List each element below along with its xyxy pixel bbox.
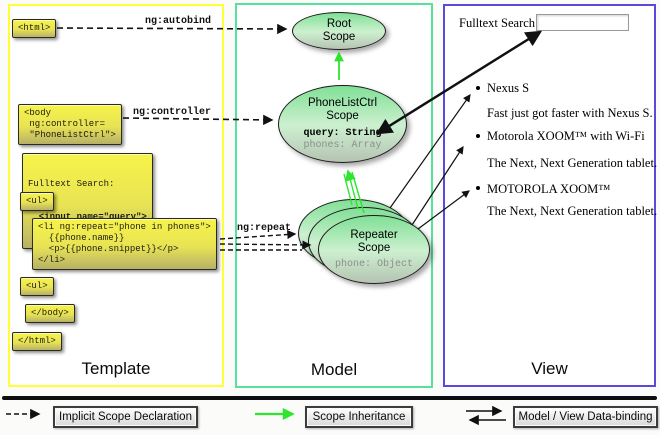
root-scope-ellipse: Root Scope <box>292 12 386 50</box>
list-bullet <box>476 86 480 90</box>
fulltext-code-input: <input name="query"> <box>28 212 147 222</box>
legend-implicit-scope-declaration: Implicit Scope Declaration <box>53 406 198 428</box>
view-search-label: Fulltext Search: <box>459 16 539 30</box>
body-close-tag-box: </body> <box>25 304 75 323</box>
template-panel-label: Template <box>81 359 151 378</box>
phonelistctrl-scope-name: PhoneListCtrl Scope <box>307 96 378 122</box>
model-panel-label: Model <box>310 360 358 379</box>
li-repeat-code-box: <li ng:repeat="phone in phones"> {{phone… <box>32 218 217 270</box>
ng-repeat-label: ng:repeat <box>237 223 292 234</box>
fulltext-code-label: Fulltext Search: <box>28 179 115 189</box>
repeater-scope-name: Repeater Scope <box>350 228 398 254</box>
phonelistctrl-phones-prop: phones: Array <box>303 139 382 151</box>
ul-close-tag-box: <ul> <box>20 277 54 296</box>
view-item-snippet: The Next, Next Generation tablet. <box>487 204 658 218</box>
ng-controller-label: ng:controller <box>133 107 212 118</box>
view-item-name: Nexus S <box>487 81 530 95</box>
view-item-name: Motorola XOOM™ with Wi-Fi <box>487 129 645 143</box>
html-close-tag-box: </html> <box>12 332 62 351</box>
legend-separator <box>2 396 657 400</box>
body-open-tag-box: <body ng:controller= "PhoneListCtrl"> <box>18 104 122 145</box>
view-item-snippet: Fast just got faster with Nexus S. <box>487 106 653 120</box>
view-panel-label: View <box>531 359 568 378</box>
list-bullet <box>476 186 480 190</box>
list-bullet <box>476 134 480 138</box>
phonelistctrl-query-prop: query: String <box>303 127 382 139</box>
repeater-scope-ellipse-front: Repeater Scope phone: Object <box>318 215 430 284</box>
ul-open-tag-box: <ul> <box>20 192 54 211</box>
ng-autobind-label: ng:autobind <box>145 16 212 27</box>
view-item-snippet: The Next, Next Generation tablet. <box>487 156 658 170</box>
legend-model-view-binding: Model / View Data-binding <box>513 406 658 428</box>
legend-scope-inheritance: Scope Inheritance <box>305 406 413 428</box>
fulltext-search-input[interactable] <box>536 14 629 31</box>
repeater-phone-prop: phone: Object <box>334 258 413 270</box>
root-scope-name: Root Scope <box>322 18 356 43</box>
model-panel: Model <box>235 3 433 388</box>
html-open-tag-box: <html> <box>12 19 57 38</box>
phonelistctrl-scope-ellipse: PhoneListCtrl Scope query: String phones… <box>278 85 407 163</box>
view-item-name: MOTOROLA XOOM™ <box>487 182 611 196</box>
